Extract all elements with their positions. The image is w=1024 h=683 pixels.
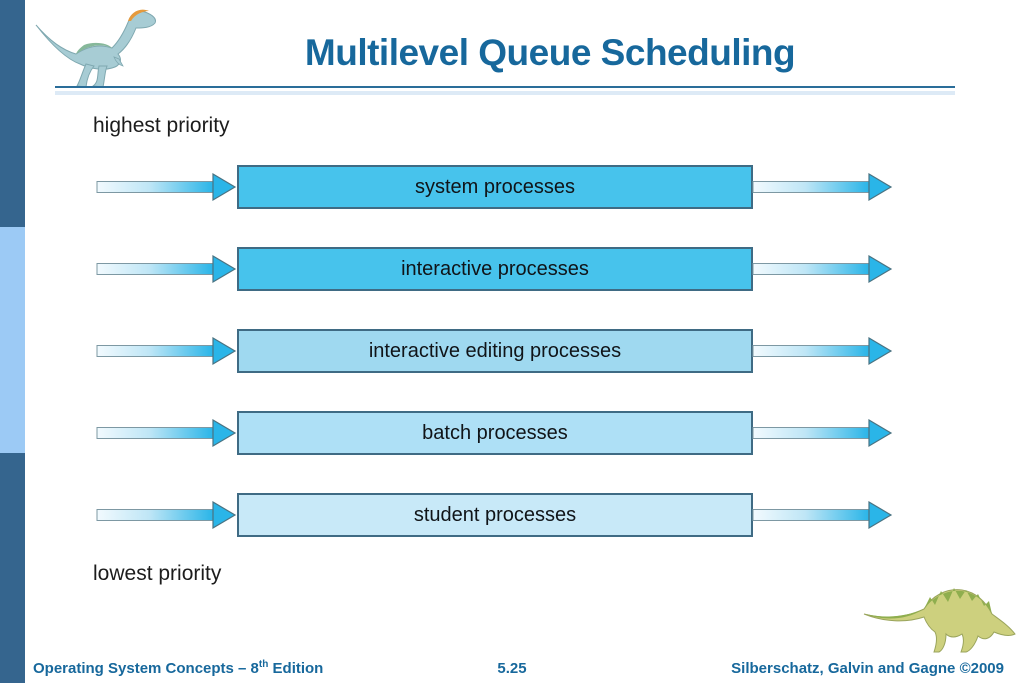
footer-book-title: Operating System Concepts – 8th Edition — [33, 659, 323, 677]
dinosaur-logo-icon — [35, 9, 156, 88]
flow-out-arrow-icon — [752, 336, 893, 366]
queue-box: student processes — [237, 493, 753, 537]
queue-box: interactive editing processes — [237, 329, 753, 373]
sidebar-band-middle — [0, 227, 25, 453]
queue-label: interactive processes — [401, 257, 589, 280]
flow-in-arrow-icon — [96, 336, 237, 366]
sidebar-band-bottom — [0, 453, 25, 683]
queue-label: batch processes — [422, 421, 568, 444]
highest-priority-label: highest priority — [93, 114, 230, 137]
title-divider-light — [55, 91, 955, 95]
footer-edition-text: Edition — [268, 660, 324, 677]
queue-label: interactive editing processes — [368, 339, 622, 362]
queue-row: interactive processes — [0, 247, 1024, 291]
queue-row: interactive editing processes — [0, 329, 1024, 373]
flow-out-arrow-icon — [752, 500, 893, 530]
dinosaur-logo-icon — [863, 588, 1016, 653]
page-title: Multilevel Queue Scheduling — [304, 32, 796, 73]
flow-out-arrow-icon — [752, 172, 893, 202]
flow-in-arrow-icon — [96, 418, 237, 448]
flow-out-arrow-icon — [752, 254, 893, 284]
flow-in-arrow-icon — [96, 254, 237, 284]
queue-row: system processes — [0, 165, 1024, 209]
queue-box: system processes — [237, 165, 753, 209]
queue-box: batch processes — [237, 411, 753, 455]
sidebar-band-top — [0, 0, 25, 227]
flow-in-arrow-icon — [96, 500, 237, 530]
title-divider — [55, 86, 955, 88]
footer-book-title-text: Operating System Concepts – 8 — [33, 660, 259, 677]
flow-out-arrow-icon — [752, 418, 893, 448]
lowest-priority-label: lowest priority — [93, 562, 222, 585]
footer-edition-sup: th — [258, 659, 269, 670]
queue-row: batch processes — [0, 411, 1024, 455]
slide-number: 5.25 — [497, 660, 527, 677]
queue-label: student processes — [413, 503, 577, 526]
footer-authors: Silberschatz, Galvin and Gagne ©2009 — [731, 660, 1004, 677]
queue-box: interactive processes — [237, 247, 753, 291]
flow-in-arrow-icon — [96, 172, 237, 202]
queue-row: student processes — [0, 493, 1024, 537]
queue-label: system processes — [414, 175, 576, 198]
